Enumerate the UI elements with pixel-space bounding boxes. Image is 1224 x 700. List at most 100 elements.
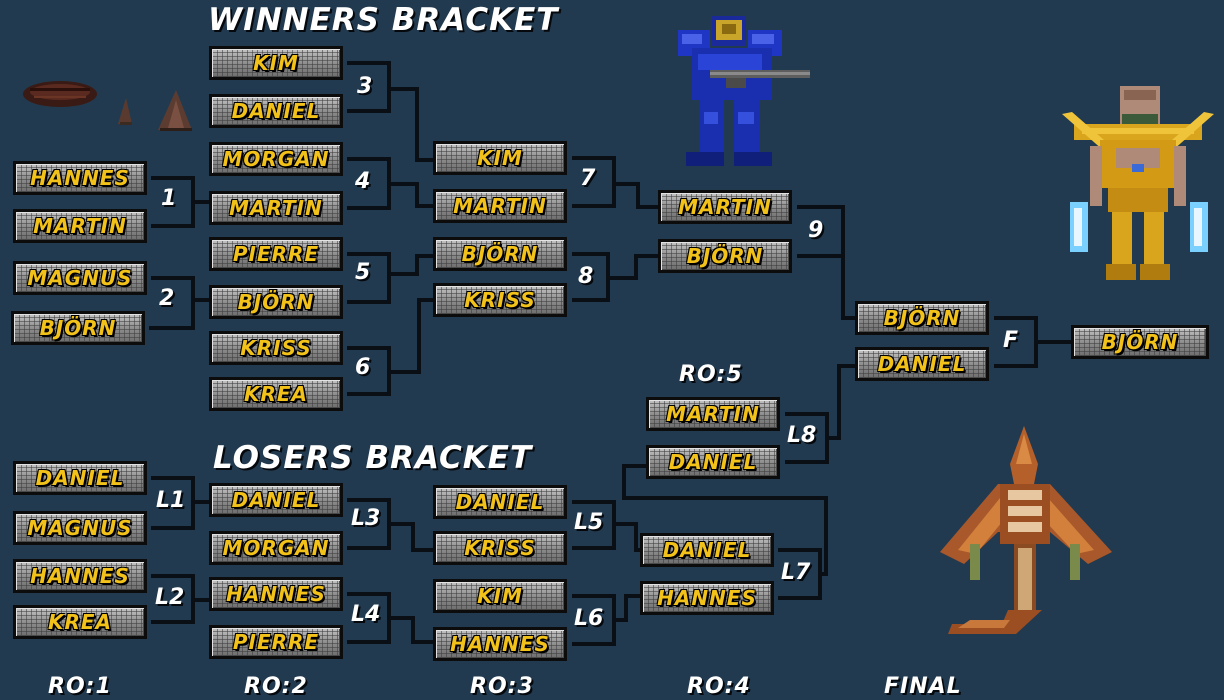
player-name: MARTIN [33, 214, 127, 238]
player-name: PIERRE [232, 242, 320, 266]
player-slot[interactable]: PIERRE [209, 625, 343, 659]
player-slot[interactable]: BJÖRN [855, 301, 989, 335]
player-slot[interactable]: HANNES [13, 559, 147, 593]
match-label-8: 8 [578, 264, 594, 289]
losers-bracket-heading: LOSERS BRACKET [213, 440, 533, 476]
player-name: HANNES [30, 564, 130, 588]
match-label-l2: L2 [155, 585, 185, 610]
player-slot[interactable]: KIM [433, 579, 567, 613]
player-name: KRISS [464, 288, 536, 312]
player-slot[interactable]: MARTIN [433, 189, 567, 223]
player-slot[interactable]: KREA [209, 377, 343, 411]
player-slot[interactable]: BJÖRN [11, 311, 145, 345]
player-slot[interactable]: MARTIN [13, 209, 147, 243]
player-name: PIERRE [232, 630, 320, 654]
round-label-ro5: RO:5 [679, 362, 743, 387]
player-slot[interactable]: MARTIN [646, 397, 780, 431]
player-name: DANIEL [668, 450, 758, 474]
player-name: HANNES [226, 582, 326, 606]
player-name: BJÖRN [39, 316, 117, 340]
match-label-3: 3 [357, 74, 373, 99]
player-name: BJÖRN [237, 290, 315, 314]
player-slot[interactable]: DANIEL [640, 533, 774, 567]
winners-bracket-heading: WINNERS BRACKET [208, 2, 559, 38]
player-slot[interactable]: HANNES [209, 577, 343, 611]
player-slot[interactable]: MAGNUS [13, 261, 147, 295]
match-label-l6: L6 [574, 606, 604, 631]
match-label-final: F [1003, 328, 1019, 353]
player-name: MARTIN [453, 194, 547, 218]
player-name: MARTIN [666, 402, 760, 426]
match-label-l8: L8 [787, 423, 817, 448]
player-name: MORGAN [222, 147, 330, 171]
champion-slot[interactable]: BJÖRN [1071, 325, 1209, 359]
player-name: MAGNUS [27, 516, 133, 540]
player-name: KREA [47, 610, 113, 634]
player-slot[interactable]: DANIEL [433, 485, 567, 519]
round-label-ro3: RO:3 [470, 674, 534, 699]
player-slot[interactable]: HANNES [13, 161, 147, 195]
match-label-1: 1 [161, 186, 177, 211]
player-name: DANIEL [877, 352, 967, 376]
player-slot[interactable]: DANIEL [209, 483, 343, 517]
match-label-7: 7 [580, 166, 596, 191]
player-slot[interactable]: KRISS [433, 283, 567, 317]
player-slot[interactable]: MARTIN [209, 191, 343, 225]
match-label-l4: L4 [351, 602, 381, 627]
player-slot[interactable]: MORGAN [209, 142, 343, 176]
round-label-ro1: RO:1 [48, 674, 112, 699]
player-slot[interactable]: HANNES [640, 581, 774, 615]
player-name: HANNES [450, 632, 550, 656]
player-name: MARTIN [229, 196, 323, 220]
player-slot[interactable]: KREA [13, 605, 147, 639]
player-name: BJÖRN [686, 244, 764, 268]
player-name: KIM [253, 51, 299, 75]
round-label-ro2: RO:2 [244, 674, 308, 699]
player-slot[interactable]: KIM [433, 141, 567, 175]
player-name: MARTIN [678, 195, 772, 219]
player-slot[interactable]: HANNES [433, 627, 567, 661]
match-label-l3: L3 [351, 506, 381, 531]
champion-name: BJÖRN [1101, 330, 1179, 354]
protoss-zealot-sprite [1062, 86, 1214, 280]
round-label-ro4: RO:4 [687, 674, 751, 699]
player-slot[interactable]: MAGNUS [13, 511, 147, 545]
player-name: DANIEL [231, 99, 321, 123]
player-slot[interactable]: BJÖRN [209, 285, 343, 319]
player-name: MORGAN [222, 536, 330, 560]
player-name: MAGNUS [27, 266, 133, 290]
player-name: DANIEL [455, 490, 545, 514]
player-name: KRISS [240, 336, 312, 360]
player-slot[interactable]: DANIEL [646, 445, 780, 479]
match-label-l1: L1 [156, 488, 186, 513]
player-slot[interactable]: MARTIN [658, 190, 792, 224]
player-name: KIM [477, 146, 523, 170]
match-label-5: 5 [355, 260, 371, 285]
match-label-l5: L5 [574, 510, 604, 535]
player-name: KRISS [464, 536, 536, 560]
player-name: BJÖRN [461, 242, 539, 266]
player-slot[interactable]: KRISS [433, 531, 567, 565]
player-slot[interactable]: DANIEL [855, 347, 989, 381]
player-slot[interactable]: DANIEL [209, 94, 343, 128]
player-name: HANNES [657, 586, 757, 610]
player-name: DANIEL [35, 466, 125, 490]
player-name: KIM [477, 584, 523, 608]
match-label-l7: L7 [781, 560, 811, 585]
player-slot[interactable]: BJÖRN [658, 239, 792, 273]
player-slot[interactable]: KRISS [209, 331, 343, 365]
match-label-2: 2 [159, 286, 175, 311]
player-slot[interactable]: DANIEL [13, 461, 147, 495]
player-slot[interactable]: PIERRE [209, 237, 343, 271]
player-slot[interactable]: BJÖRN [433, 237, 567, 271]
zerg-mutalisk-sprite [940, 426, 1112, 634]
player-name: BJÖRN [883, 306, 961, 330]
match-label-9: 9 [808, 218, 824, 243]
player-slot[interactable]: KIM [209, 46, 343, 80]
player-slot[interactable]: MORGAN [209, 531, 343, 565]
match-label-6: 6 [355, 355, 371, 380]
round-label-final: FINAL [884, 674, 962, 699]
zerg-buildings-sprite [23, 81, 192, 131]
